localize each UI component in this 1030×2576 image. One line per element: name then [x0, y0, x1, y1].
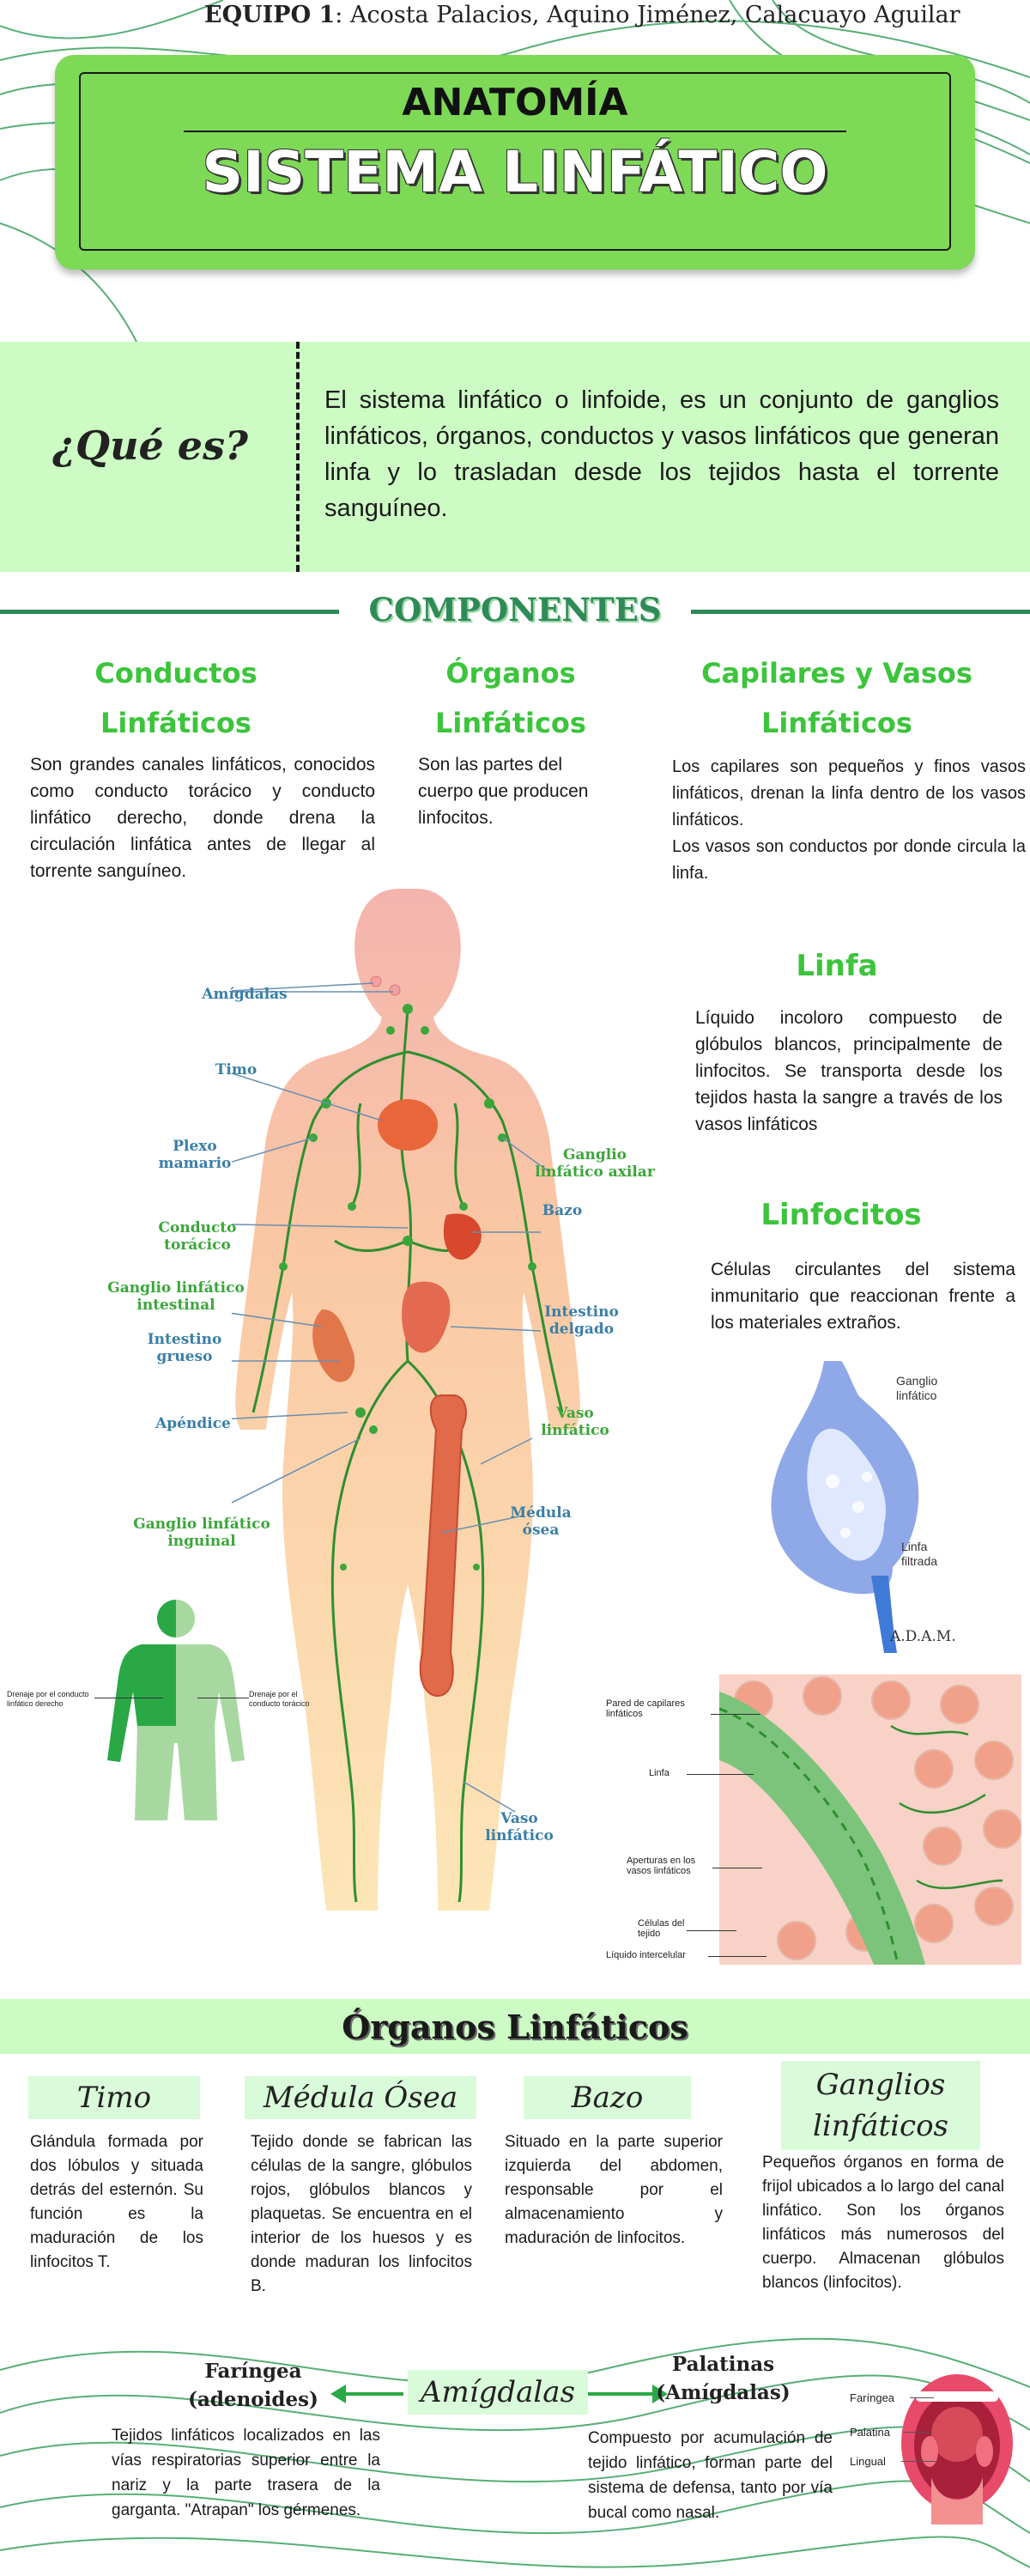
- mouth-label-lingual: Lingual: [850, 2455, 886, 2468]
- label-amigdalas: Amígdalas: [202, 986, 288, 1003]
- medula-text: Tejido donde se fabrican las células de …: [251, 2133, 472, 2295]
- linfocitos-text: Células circulantes del sistema inmunita…: [711, 1260, 1015, 1333]
- components-heading: COMPONENTES: [368, 591, 662, 629]
- label-bazo: Bazo: [542, 1202, 583, 1219]
- arrow-right: [588, 2392, 655, 2396]
- components-rule-left: [0, 610, 339, 614]
- label-medula: Médula ósea: [510, 1504, 572, 1539]
- mouth-label-palatina: Palatina: [850, 2426, 890, 2439]
- cap-label-liquido: Líquido intercelular: [606, 1950, 686, 1960]
- faringea-title: Faríngea(adenoides): [188, 2360, 318, 2411]
- capillary-illustration: [719, 1674, 1021, 1965]
- team-credit: EQUIPO 1: Acosta Palacios, Aquino Jiméne…: [204, 2, 960, 28]
- faringea-text: Tejidos linfáticos localizados en las ví…: [112, 2427, 380, 2519]
- cap-label-pared: Pared de capilares linfáticos: [606, 1698, 685, 1719]
- conductos-text: Son grandes canales linfáticos, conocido…: [30, 755, 375, 881]
- cap-label-celulas: Células del tejido: [638, 1918, 685, 1939]
- tag-medula: Médula Ósea: [245, 2076, 476, 2119]
- palatinas-title: Palatinas(Amígdalas): [656, 2353, 791, 2404]
- lymph-node-illustration: [771, 1361, 919, 1653]
- label-conducto-toracico: Conducto torácico: [158, 1219, 237, 1254]
- label-apendice: Apéndice: [155, 1415, 231, 1432]
- linfa-title: Linfa: [796, 949, 878, 983]
- intro-text: El sistema linfático o linfoide, es un c…: [324, 386, 999, 522]
- label-plexo: Plexo mamario: [158, 1138, 232, 1172]
- tag-timo: Timo: [28, 2076, 200, 2119]
- linfa-text: Líquido incoloro compuesto de glóbulos b…: [695, 1008, 1003, 1134]
- organs-heading: Órganos Linfáticos: [342, 2008, 688, 2046]
- capilares-text: Los capilares son pequeños y finos vasos…: [672, 757, 1026, 883]
- lymphatic-body-illustration: [232, 889, 580, 1911]
- tag-bazo: Bazo: [524, 2076, 691, 2119]
- linfocitos-title: Linfocitos: [760, 1198, 922, 1232]
- kicker: ANATOMÍA: [402, 81, 628, 125]
- drainage-right-label: Drenaje por el conducto linfático derech…: [7, 1690, 89, 1708]
- organs-band: [0, 1999, 1030, 2054]
- label-intestino-grueso: Intestino grueso: [147, 1331, 222, 1365]
- palatinas-text: Compuesto por acumulación de tejido linf…: [588, 2429, 833, 2522]
- bazo-text: Situado en la parte superior izquierda d…: [505, 2133, 723, 2247]
- drainage-left-label: Drenaje por el conducto torácico: [249, 1690, 310, 1708]
- node-label-filtrada: Linfa filtrada: [901, 1540, 938, 1568]
- title-banner: ANATOMÍA SISTEMA LINFÁTICO: [55, 55, 975, 270]
- organos-text: Son las partes del cuerpo que producen l…: [418, 755, 589, 828]
- cap-label-linfa: Linfa: [649, 1768, 670, 1778]
- timo-text: Glándula formada por dos lóbulos y situa…: [30, 2133, 203, 2271]
- node-label-ganglio: Ganglio linfático: [896, 1374, 938, 1402]
- label-timo: Timo: [215, 1061, 258, 1078]
- intro-band: [0, 342, 1030, 572]
- tag-amigdalas: Amígdalas: [408, 2370, 588, 2415]
- label-vaso-linfatico-1: Vaso linfático: [541, 1405, 609, 1439]
- label-intestino-delgado: Intestino delgado: [544, 1303, 619, 1338]
- ganglios-text: Pequeños órganos en forma de frijol ubic…: [762, 2154, 1004, 2292]
- page-title: SISTEMA LINFÁTICO: [202, 139, 828, 205]
- mouth-illustration: [901, 2374, 1013, 2524]
- intro-divider: [296, 342, 300, 572]
- cap-label-aperturas: Aperturas en los vasos linfáticos: [627, 1856, 696, 1876]
- label-ganglio-intestinal: Ganglio linfático intestinal: [107, 1279, 245, 1314]
- label-ganglio-axilar: Ganglio linfático axilar: [535, 1146, 655, 1181]
- intro-question: ¿Qué es?: [52, 422, 248, 469]
- drainage-figure: [107, 1600, 245, 1820]
- adam-brand: A.D.A.M.: [890, 1628, 956, 1645]
- components-rule-right: [691, 610, 1030, 614]
- label-vaso-linfatico-2: Vaso linfático: [485, 1810, 554, 1844]
- mouth-label-faringea: Faríngea: [850, 2391, 895, 2404]
- label-ganglio-inguinal: Ganglio linfático inguinal: [133, 1516, 270, 1550]
- arrow-left: [335, 2392, 403, 2396]
